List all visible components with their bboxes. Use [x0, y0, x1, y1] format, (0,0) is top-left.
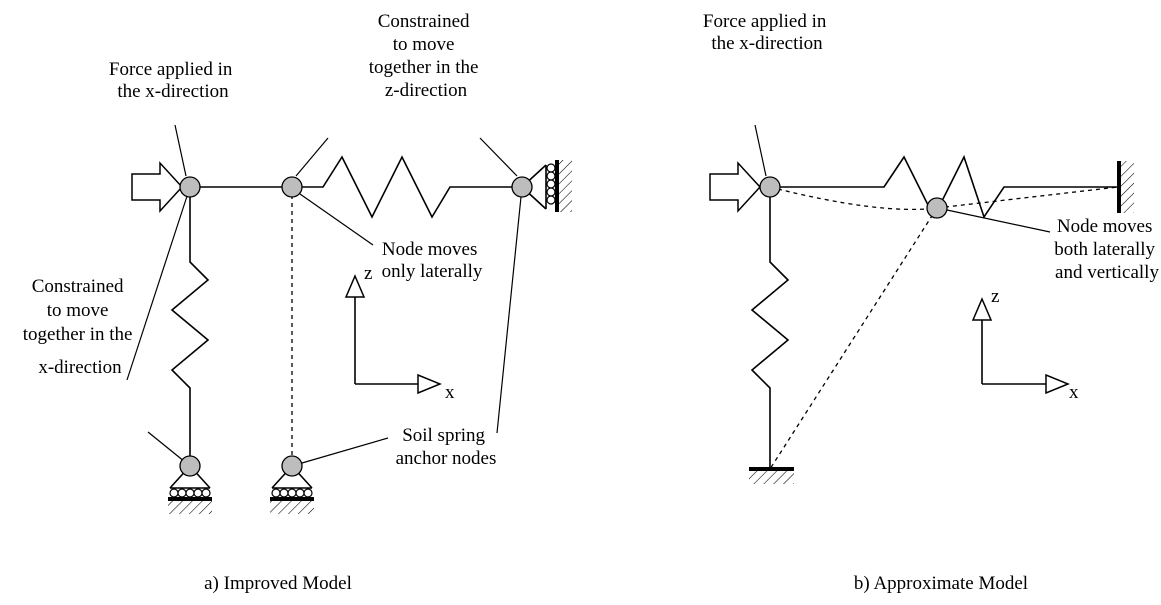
right-roller-support-a	[521, 160, 572, 212]
leader-line-node-b	[946, 209, 1051, 233]
improved-model: Force applied in the x-direction Constra…	[23, 11, 572, 594]
node-a-bottom-left	[179, 455, 201, 477]
bottom-fixed-support-b	[749, 467, 794, 484]
bottom-middle-support-a	[270, 465, 314, 514]
leader-lines-a	[126, 124, 523, 467]
right-fixed-support-b	[1117, 161, 1134, 213]
axis-z-label-b: z	[991, 286, 999, 307]
node-lateral-label-a: Node moves only laterally	[382, 239, 483, 282]
anchor-label-a: Soil spring anchor nodes	[396, 425, 497, 469]
force-label-b: Force applied in the x-direction	[703, 11, 831, 54]
force-arrow-a	[131, 161, 184, 213]
approximate-model: Force applied in the x-direction Node mo…	[703, 11, 1160, 594]
soil-spring-b-horizontal	[770, 154, 1118, 219]
node-label-b: Node moves both laterally and vertically	[1054, 216, 1160, 283]
axis-z-label-a: z	[364, 263, 372, 284]
soil-spring-a-vertical	[170, 187, 210, 466]
axes-a	[344, 274, 442, 395]
soil-spring-a-horizontal	[292, 155, 522, 219]
node-a-top-left	[179, 176, 201, 198]
node-a-top-middle	[281, 176, 303, 198]
force-label-a: Force applied in the x-direction	[109, 59, 237, 102]
bottom-left-support-a	[168, 465, 212, 514]
leader-line-force-b	[754, 124, 767, 177]
rigid-links-b	[769, 186, 1119, 470]
node-a-bottom-middle	[281, 455, 303, 477]
caption-a: a) Improved Model	[204, 573, 352, 594]
node-a-top-right	[511, 176, 533, 198]
node-b-top-left	[759, 176, 781, 198]
soil-spring-b-vertical	[750, 187, 790, 469]
axis-x-label-b: x	[1069, 382, 1079, 403]
caption-b: b) Approximate Model	[854, 573, 1028, 594]
axis-x-label-a: x	[445, 382, 455, 403]
axes-b	[971, 297, 1070, 395]
constraint-z-label-a: Constrained to move together in the z-di…	[369, 11, 484, 101]
node-b-free	[926, 197, 948, 219]
constraint-x-label-a: Constrained to move together in the x-di…	[23, 276, 138, 378]
force-arrow-b	[709, 161, 762, 213]
